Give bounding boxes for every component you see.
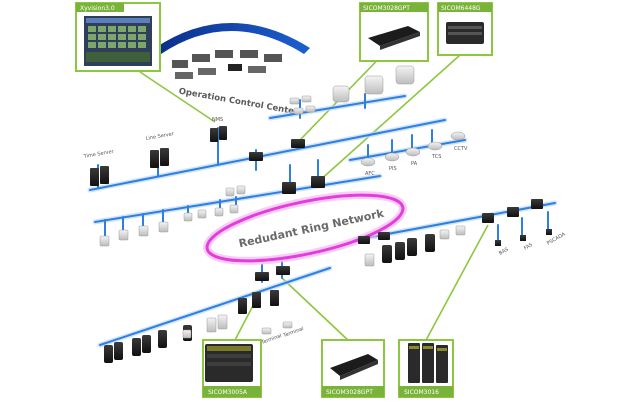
sicom6448g-callout: SICOM6448G — [437, 2, 493, 56]
ring-switch — [255, 272, 269, 281]
sicom3005a-label: SICOM3005A — [208, 389, 248, 396]
operation-control-center: Operation Control Center — [155, 23, 310, 118]
ring-switch — [378, 232, 390, 240]
terminal-device — [520, 235, 526, 241]
sicom3028gpt-bottom-label: SICOM3028GPT — [326, 389, 373, 396]
pa-label: PA — [411, 161, 418, 167]
ring-switch — [276, 266, 290, 275]
switch-product-image — [330, 354, 378, 376]
pis-label: PIS — [389, 166, 397, 172]
time-server-device — [100, 166, 109, 184]
terminal-label: Terminal — [260, 333, 283, 346]
station-device — [395, 242, 405, 260]
terminal-device — [546, 229, 552, 235]
switch-product-image — [368, 26, 420, 46]
bas-label: BAS — [498, 247, 510, 257]
fas-label: FAS — [523, 242, 534, 252]
console-desk — [198, 68, 216, 75]
switch-devices — [90, 126, 552, 363]
station-device — [158, 330, 167, 348]
core-switch — [282, 182, 296, 194]
nms-label: NMS — [212, 117, 223, 123]
station-device — [114, 342, 123, 360]
control-center-title: Operation Control Center — [178, 87, 300, 118]
sicom3028gpt-top-label: SICOM3028GPT — [363, 5, 410, 12]
xyvision-label: Xyvision3.0 — [80, 5, 115, 12]
control-center-videowall — [155, 23, 310, 54]
access-switch — [291, 139, 305, 148]
line-server-device — [150, 150, 159, 168]
access-switch — [270, 290, 279, 306]
nms-device — [219, 126, 227, 140]
station-device — [142, 335, 151, 353]
line-server-label: Line Server — [145, 131, 175, 142]
cctv-label: CCTV — [454, 146, 468, 152]
switch-product-image — [408, 343, 420, 383]
sicom3028gpt-bottom-callout: SICOM3028GPT — [321, 339, 385, 398]
console-desk — [192, 54, 210, 62]
console-desk — [215, 50, 233, 58]
sicom3016-callout: SICOM3016 — [398, 339, 454, 398]
tcs-label: TCS — [431, 154, 441, 160]
access-switch — [252, 292, 261, 308]
ring-switch — [358, 236, 370, 244]
console-desk — [172, 60, 188, 68]
sicom3028gpt-top-callout: SICOM3028GPT — [359, 2, 429, 62]
time-server-label: Time Server — [82, 149, 115, 160]
station-device — [425, 234, 435, 252]
access-switch — [249, 152, 263, 161]
core-switch — [311, 176, 325, 188]
station-device — [407, 238, 417, 256]
field-switch — [482, 213, 494, 223]
line-server-device — [160, 148, 169, 166]
sicom3005a-callout: SICOM3005A — [202, 339, 262, 398]
xyvision-callout: Xyvision3.0 — [75, 2, 161, 72]
console-desk — [264, 54, 282, 62]
station-device — [382, 245, 392, 263]
access-switch — [238, 298, 247, 314]
station-device — [104, 345, 113, 363]
console-desk — [175, 72, 193, 79]
terminal-device — [495, 240, 501, 246]
nms-device — [210, 128, 218, 142]
peripheral-devices — [99, 65, 466, 339]
callout-lines — [139, 41, 489, 343]
field-switch — [507, 207, 519, 217]
console-desk — [248, 66, 266, 73]
station-device — [132, 338, 141, 356]
sicom3016-label: SICOM3016 — [404, 389, 439, 396]
console-desk — [240, 50, 258, 58]
sicom6448g-label: SICOM6448G — [441, 5, 481, 12]
console-desk — [228, 64, 242, 71]
field-switch — [531, 199, 543, 209]
afc-label: AFC — [365, 171, 375, 177]
time-server-device — [90, 168, 99, 186]
